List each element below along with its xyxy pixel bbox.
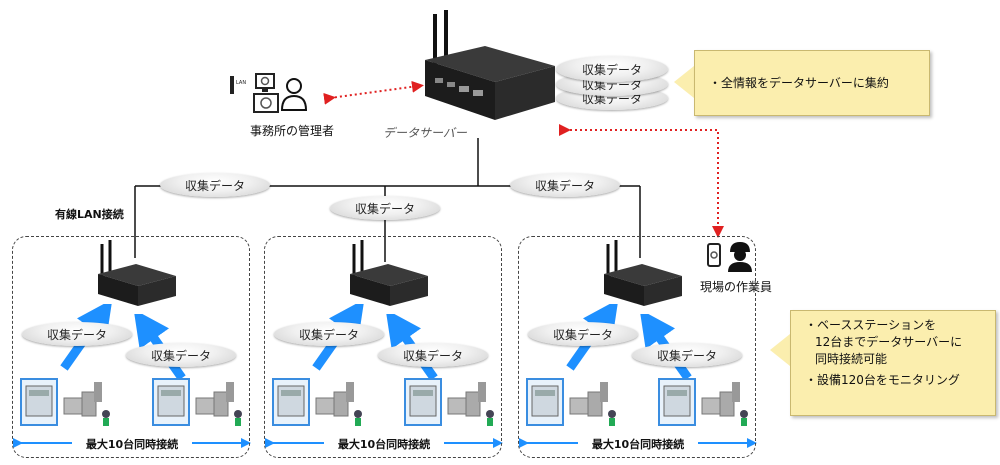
lan-label: 有線LAN接続 [55, 208, 124, 221]
office-admin: LAN [228, 70, 308, 118]
worker-link [559, 124, 724, 238]
cluster-data-left: 収集データ [528, 322, 638, 346]
server-device-icon [425, 10, 555, 120]
base-station-icon [94, 240, 179, 314]
cluster-range-label: 最大10台同時接続 [324, 436, 444, 452]
link-data-3: 収集データ [510, 173, 620, 197]
cluster-data-right: 収集データ [378, 343, 488, 367]
cluster-range-label: 最大10台同時接続 [72, 436, 192, 452]
office-admin-label: 事務所の管理者 [250, 124, 335, 138]
equipment-sensor-icon [404, 378, 499, 432]
office-link [323, 80, 424, 105]
stacked-data-1: 収集データ [556, 56, 668, 82]
base-station-icon [346, 240, 431, 314]
callout-top: ・全情報をデータサーバーに集約 [694, 50, 930, 116]
server-label: データサーバー [383, 126, 467, 140]
callout-top-pointer [674, 66, 694, 98]
callout-bottom: ・ベースステーションを 12台までデータサーバーに 同時接続可能 ・設備120台… [790, 310, 996, 416]
cluster-data-right: 収集データ [632, 343, 742, 367]
cluster-1 [12, 236, 250, 458]
callout-bottom-pointer [770, 334, 790, 366]
base-station-icon [600, 240, 685, 314]
svg-text:LAN: LAN [236, 80, 246, 86]
callout-top-text: ・全情報をデータサーバーに集約 [709, 75, 889, 90]
equipment-sensor-icon [272, 378, 367, 432]
callout-bottom-line3: 同時接続可能 [815, 352, 888, 366]
equipment-sensor-icon [152, 378, 247, 432]
cluster-3 [518, 236, 756, 458]
equipment-sensor-icon [526, 378, 621, 432]
equipment-sensor-icon [658, 378, 753, 432]
cluster-data-left: 収集データ [274, 322, 384, 346]
cluster-2 [264, 236, 502, 458]
callout-bottom-line2: 12台までデータサーバーに [815, 335, 963, 349]
field-worker-label: 現場の作業員 [700, 280, 773, 294]
callout-bottom-line1: ・ベースステーションを [805, 318, 937, 332]
office-admin-icon: LAN [230, 73, 308, 113]
link-data-2: 収集データ [330, 196, 440, 220]
equipment-sensor-icon [20, 378, 115, 432]
callout-bottom-line4: ・設備120台をモニタリング [805, 373, 960, 387]
link-data-1: 収集データ [160, 173, 270, 197]
cluster-data-right: 収集データ [126, 343, 236, 367]
data-server [415, 8, 560, 128]
cluster-data-left: 収集データ [22, 322, 132, 346]
cluster-range-label: 最大10台同時接続 [578, 436, 698, 452]
